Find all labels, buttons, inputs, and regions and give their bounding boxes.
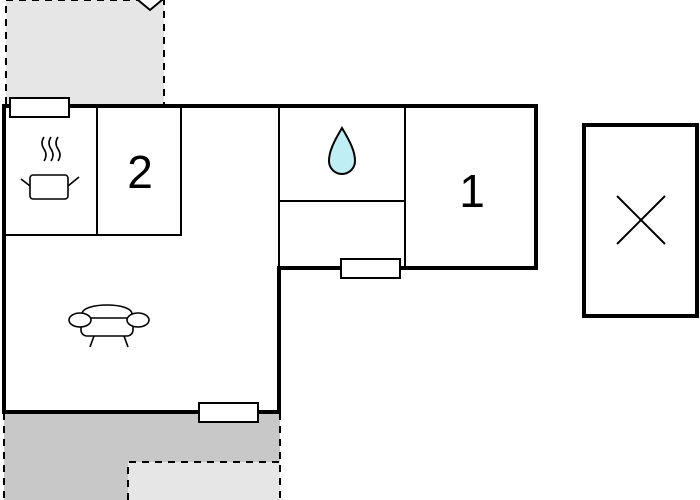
- outbuilding: [582, 123, 699, 318]
- room-2-label: 2: [127, 146, 153, 198]
- water-drop-icon: [327, 126, 357, 175]
- terrace-bottom: [3, 413, 281, 500]
- cross-icon: [616, 195, 666, 245]
- window-bottom: [198, 402, 259, 423]
- kitchen-icon: [20, 136, 80, 200]
- room-1-label: 1: [459, 165, 485, 217]
- outer-walls: [2, 104, 538, 414]
- sofa-icon: [68, 304, 150, 348]
- interior-walls: [4, 107, 406, 268]
- terrace-top: [5, 0, 165, 104]
- window-top: [9, 97, 70, 118]
- window-right: [340, 258, 401, 279]
